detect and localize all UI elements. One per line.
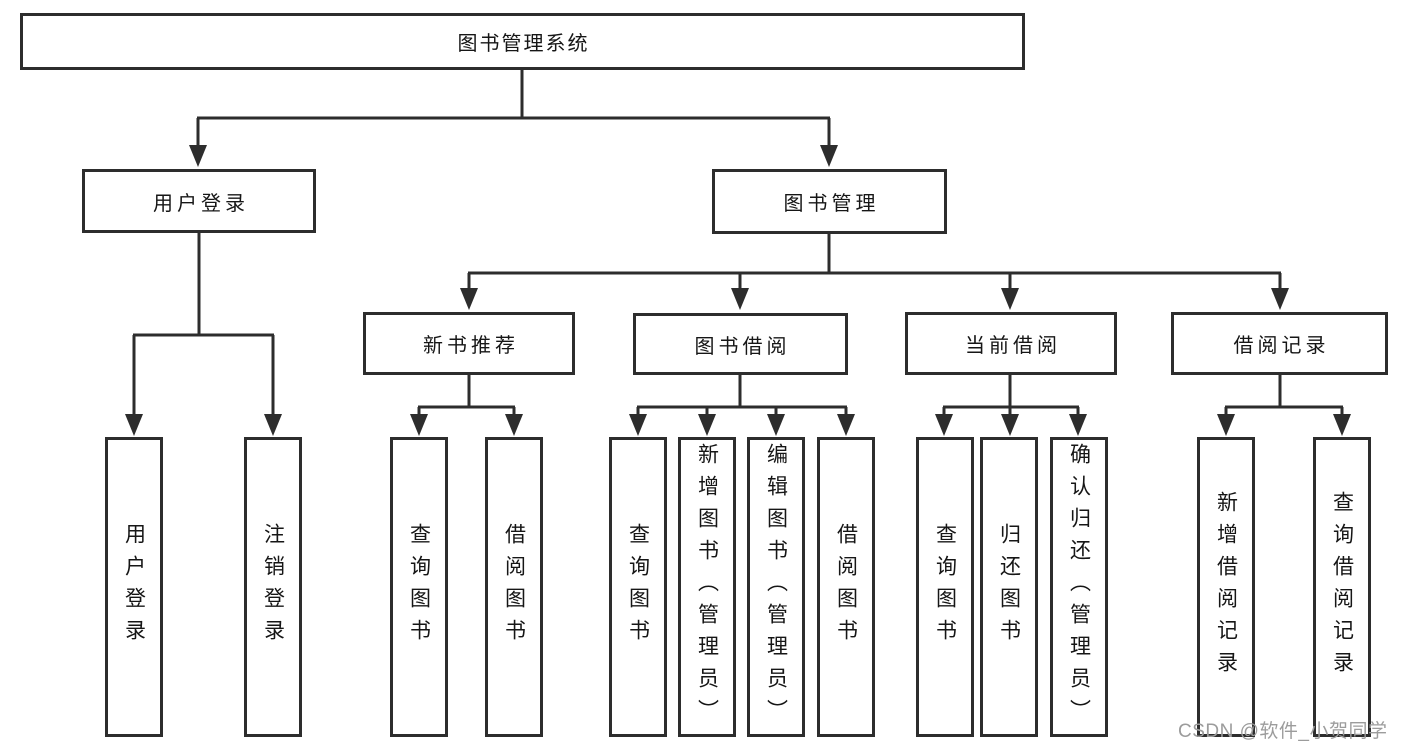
node-label: 归还图书 bbox=[997, 523, 1021, 651]
node-label: 确认归还（管理员） bbox=[1067, 443, 1091, 731]
leaf-add-books-admin: 新增图书（管理员） bbox=[678, 437, 736, 737]
arrowheads bbox=[125, 145, 1351, 436]
node-new-book-recommendation: 新书推荐 bbox=[363, 312, 575, 375]
leaf-return-books: 归还图书 bbox=[980, 437, 1038, 737]
edge-userlogin-to-leaves bbox=[132, 233, 275, 418]
node-borrowing-records: 借阅记录 bbox=[1171, 312, 1388, 375]
leaf-query-books-recommend: 查询图书 bbox=[390, 437, 448, 737]
leaf-query-books-borrowing: 查询图书 bbox=[609, 437, 667, 737]
edge-bookmgmt-to-level3 bbox=[467, 234, 1282, 292]
node-book-borrowing: 图书借阅 bbox=[633, 313, 848, 375]
arrow-icon bbox=[410, 414, 428, 436]
node-label: 编辑图书（管理员） bbox=[764, 443, 788, 731]
leaf-borrow-books-borrowing: 借阅图书 bbox=[817, 437, 875, 737]
arrow-icon bbox=[460, 288, 478, 310]
arrow-icon bbox=[698, 414, 716, 436]
leaf-user-login: 用户登录 bbox=[105, 437, 163, 737]
node-system-root: 图书管理系统 bbox=[20, 13, 1025, 70]
node-label: 注销登录 bbox=[261, 523, 285, 651]
node-label: 查询图书 bbox=[626, 523, 650, 651]
leaf-query-borrow-record: 查询借阅记录 bbox=[1313, 437, 1371, 737]
arrow-icon bbox=[1217, 414, 1235, 436]
node-label: 借阅记录 bbox=[1233, 335, 1330, 357]
arrow-icon bbox=[264, 414, 282, 436]
node-label: 新书推荐 bbox=[423, 335, 519, 357]
arrow-icon bbox=[1069, 414, 1087, 436]
node-label: 图书借阅 bbox=[694, 335, 791, 358]
node-label: 查询图书 bbox=[407, 523, 431, 651]
node-current-borrowing: 当前借阅 bbox=[905, 312, 1117, 375]
node-label: 图书管理 bbox=[783, 193, 880, 215]
arrow-icon bbox=[820, 145, 838, 167]
leaf-borrow-books-recommend: 借阅图书 bbox=[485, 437, 543, 737]
leaf-logout: 注销登录 bbox=[244, 437, 302, 737]
edge-newbookrec-to-leaves bbox=[417, 375, 516, 418]
edge-borrowrecord-to-leaves bbox=[1224, 375, 1344, 418]
leaf-query-books-current: 查询图书 bbox=[916, 437, 974, 737]
arrow-icon bbox=[731, 288, 749, 310]
leaf-confirm-return-admin: 确认归还（管理员） bbox=[1050, 437, 1108, 737]
arrow-icon bbox=[1001, 288, 1019, 310]
node-label: 新增图书（管理员） bbox=[695, 443, 719, 731]
csdn-watermark: CSDN @软件_小贺同学 bbox=[1178, 721, 1388, 742]
arrow-icon bbox=[505, 414, 523, 436]
node-user-login: 用户登录 bbox=[82, 169, 316, 233]
arrow-icon bbox=[125, 414, 143, 436]
node-book-management: 图书管理 bbox=[712, 169, 947, 234]
edge-root-to-level2 bbox=[196, 68, 831, 148]
arrow-icon bbox=[1333, 414, 1351, 436]
arrow-icon bbox=[1271, 288, 1289, 310]
node-label: 查询借阅记录 bbox=[1330, 491, 1354, 683]
arrow-icon bbox=[1001, 414, 1019, 436]
arrow-icon bbox=[189, 145, 207, 167]
edge-bookborrow-to-leaves bbox=[636, 375, 848, 418]
node-label: 用户登录 bbox=[153, 192, 249, 215]
arrow-icon bbox=[837, 414, 855, 436]
arrow-icon bbox=[629, 414, 647, 436]
arrow-icon bbox=[935, 414, 953, 436]
leaf-edit-books-admin: 编辑图书（管理员） bbox=[747, 437, 805, 737]
node-label: 借阅图书 bbox=[502, 523, 526, 651]
node-label: 图书管理系统 bbox=[457, 33, 590, 55]
node-label: 借阅图书 bbox=[834, 523, 858, 651]
node-label: 新增借阅记录 bbox=[1214, 491, 1238, 683]
node-label: 用户登录 bbox=[122, 523, 146, 651]
leaf-add-borrow-record: 新增借阅记录 bbox=[1197, 437, 1255, 737]
edge-currentborrow-to-leaves bbox=[942, 375, 1080, 418]
node-label: 查询图书 bbox=[933, 523, 957, 651]
node-label: 当前借阅 bbox=[965, 335, 1061, 357]
arrow-icon bbox=[767, 414, 785, 436]
